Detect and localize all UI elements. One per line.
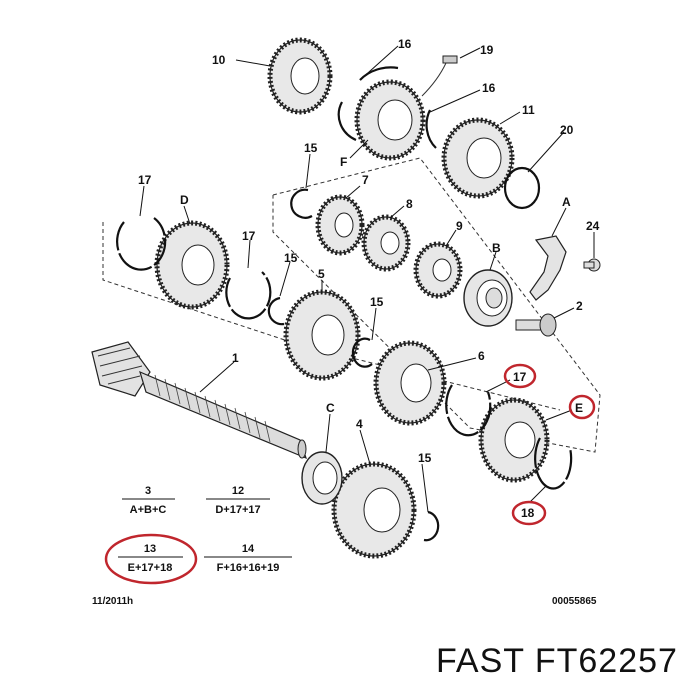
ring-17-left — [116, 217, 167, 271]
ring-17-right — [445, 384, 492, 437]
ring-20 — [503, 166, 541, 210]
callout-2: 2 — [576, 299, 583, 313]
pin-24 — [583, 258, 601, 272]
bolt-2 — [515, 313, 557, 337]
highlight-18 — [511, 500, 547, 526]
callout-B: B — [492, 241, 501, 255]
kit-12-number: 12 — [232, 485, 244, 497]
circlip-15-d — [423, 510, 440, 542]
callout-9: 9 — [456, 219, 463, 233]
callout-15-bottom: 15 — [418, 451, 432, 465]
clip-19 — [421, 55, 458, 97]
bearing-B — [463, 269, 513, 327]
callout-C: C — [326, 401, 335, 415]
main-shaft — [91, 341, 307, 460]
callout-11: 11 — [522, 103, 535, 117]
callout-E: E — [575, 401, 583, 415]
kit-14-number: 14 — [242, 543, 255, 555]
callout-5: 5 — [318, 267, 325, 281]
callout-8: 8 — [406, 197, 413, 211]
gear-8 — [361, 214, 411, 272]
assembly-outline-upper — [272, 157, 601, 453]
gear-6 — [373, 340, 447, 426]
kit-14: 14 F+16+16+19 — [204, 543, 292, 574]
diagram-code: 00055865 — [552, 596, 597, 607]
product-title: FAST FT62257 — [436, 642, 678, 680]
callout-15-mid: 15 — [284, 251, 298, 265]
circlip-15-b — [267, 296, 285, 326]
leader-lines — [139, 45, 595, 513]
kit-14-parts: F+16+16+19 — [217, 562, 280, 574]
callout-15-right: 15 — [370, 295, 384, 309]
gear-11 — [441, 117, 515, 199]
circlip-16-lower — [425, 109, 437, 149]
gear-9 — [413, 241, 463, 299]
kit-3: 3 A+B+C — [122, 485, 175, 516]
bearing-C — [301, 451, 343, 505]
kit-13-parts: E+17+18 — [128, 562, 173, 574]
callout-17-mid: 17 — [242, 229, 256, 243]
kit-12-parts: D+17+17 — [215, 504, 260, 516]
callout-4: 4 — [356, 417, 363, 431]
kit-13: 13 E+17+18 — [118, 543, 183, 574]
gear-D — [154, 220, 230, 310]
callout-10: 10 — [212, 53, 226, 67]
gear-5 — [283, 289, 361, 381]
diagram-date: 11/2011h — [92, 596, 133, 607]
gear-4 — [331, 461, 417, 559]
circlip-15-c — [351, 337, 373, 368]
kit-3-parts: A+B+C — [130, 504, 167, 516]
callout-1: 1 — [232, 351, 239, 365]
callout-19: 19 — [480, 43, 494, 57]
callout-17-left: 17 — [138, 173, 152, 187]
highlight-E — [568, 394, 596, 420]
kit-13-number: 13 — [144, 543, 156, 555]
shift-fork-A — [529, 235, 567, 301]
callout-7: 7 — [362, 173, 369, 187]
gear-7 — [315, 194, 365, 256]
highlight-kit-13 — [104, 533, 198, 585]
callout-18: 18 — [521, 506, 535, 520]
highlight-17 — [503, 363, 537, 389]
circlip-15-a — [290, 188, 313, 219]
kit-3-number: 3 — [145, 485, 151, 497]
gear-10 — [267, 37, 333, 115]
callout-24: 24 — [586, 219, 600, 233]
synchro-hub-F — [354, 79, 426, 161]
ring-18 — [534, 437, 573, 490]
callout-17-right: 17 — [513, 370, 527, 384]
circlip-16-upper-b — [337, 101, 357, 142]
callout-16-second: 16 — [482, 81, 496, 95]
callout-F: F — [340, 155, 347, 169]
callout-D: D — [180, 193, 189, 207]
ring-17-mid — [225, 271, 272, 320]
callout-A: A — [562, 195, 571, 209]
callout-20: 20 — [560, 123, 574, 137]
callout-6: 6 — [478, 349, 485, 363]
kit-12: 12 D+17+17 — [206, 485, 270, 516]
synchro-hub-E — [478, 397, 550, 483]
circlip-16-upper — [359, 66, 399, 81]
callout-15-top: 15 — [304, 141, 318, 155]
callout-16-top: 16 — [398, 37, 412, 51]
